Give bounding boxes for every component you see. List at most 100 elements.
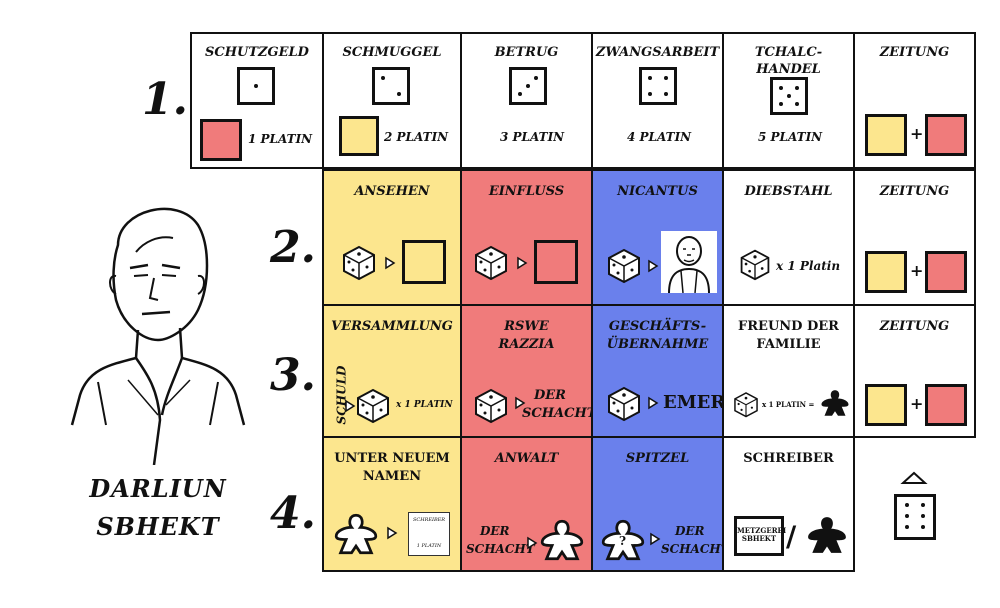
slash-separator: / — [786, 520, 797, 553]
reward-label: 3 PLATIN — [500, 130, 565, 144]
die-icon — [475, 388, 507, 424]
cell-ansehen[interactable]: ANSEHEN — [322, 169, 462, 306]
row-number-1: 1. — [142, 74, 188, 125]
cell-geschaeftsuebernahme[interactable]: GESCHÄFTS- ÜBERNAHME EMER — [591, 304, 724, 438]
ref-label-line-2: SCHACHT — [466, 542, 535, 556]
cell-title-line-1: GESCHÄFTS- — [608, 319, 707, 334]
cell-title: ZEITUNG — [879, 184, 950, 199]
cell-anwalt[interactable]: ANWALT DER SCHACHT — [460, 436, 593, 572]
side-label-schuld: SCHULD — [334, 365, 349, 425]
triangle-arrow-icon — [517, 256, 528, 270]
die-icon — [770, 77, 808, 115]
die-icon — [608, 248, 640, 284]
cell-betrug[interactable]: BETRUG 3 PLATIN — [460, 32, 593, 169]
die-icon — [509, 67, 547, 105]
cell-zeitung-3[interactable]: ZEITUNG + — [853, 304, 976, 438]
cell-title: ANSEHEN — [354, 184, 430, 199]
plus-sign: + — [910, 124, 924, 143]
cell-freund-der-familie[interactable]: FREUND DER FAMILIE x 1 PLATIN = — [722, 304, 855, 438]
cell-title: ZEITUNG — [879, 319, 950, 334]
question-mark: ? — [619, 534, 627, 548]
cell-schmuggel[interactable]: SCHMUGGEL 2 PLATIN — [322, 32, 462, 169]
mini-card-bottom: 1 PLATIN — [416, 543, 442, 549]
cell-title: EINFLUSS — [488, 184, 565, 199]
triangle-arrow-icon — [515, 396, 526, 410]
ref-label-line-1: DER — [534, 388, 566, 403]
mini-card-top: SCHREIBER — [412, 517, 446, 523]
yellow-square-icon — [402, 240, 446, 284]
character-name-line-2: SBHEKT — [96, 512, 220, 541]
yellow-square-icon — [865, 251, 907, 293]
cell-zwangsarbeit[interactable]: ZWANGSARBEIT 4 PLATIN — [591, 32, 724, 169]
cell-title: SCHMUGGEL — [342, 45, 442, 60]
triangle-arrow-icon — [650, 532, 661, 546]
cell-title: BETRUG — [494, 45, 559, 60]
triangle-arrow-icon — [648, 259, 659, 273]
plus-sign: + — [910, 261, 924, 280]
reward-label: x 1 Platin — [776, 259, 841, 273]
meeple-icon — [821, 390, 849, 416]
cell-title-line-2: RAZZIA — [498, 337, 555, 352]
triangle-arrow-icon — [527, 536, 538, 550]
cell-diebstahl[interactable]: DIEBSTAHL x 1 Platin — [722, 169, 855, 306]
meeple-icon — [540, 519, 584, 561]
tag-line-1: METZGEREI — [737, 526, 787, 535]
cell-title: ZWANGSARBEIT — [595, 45, 720, 60]
cell-unter-neuem-namen[interactable]: UNTER NEUEM NAMEN SCHREIBER 1 PLATIN — [322, 436, 462, 572]
reward-label: x 1 PLATIN — [396, 400, 453, 410]
cell-title: DIEBSTAHL — [744, 184, 833, 199]
row-number-4: 4. — [270, 488, 316, 539]
cell-einfluss[interactable]: EINFLUSS — [460, 169, 593, 306]
yellow-square-icon — [865, 114, 907, 156]
triangle-up-icon — [900, 471, 928, 484]
yellow-square-icon — [339, 116, 379, 156]
die-six-icon[interactable] — [894, 494, 936, 540]
cell-title-line-1: UNTER NEUEM — [334, 451, 450, 466]
cell-title: SPITZEL — [625, 451, 690, 466]
cell-schutzgeld[interactable]: SCHUTZGELD 1 PLATIN — [190, 32, 324, 169]
old-man-portrait — [661, 231, 717, 293]
cell-title-line-1: RSWE — [504, 319, 549, 334]
cell-title: ANWALT — [494, 451, 559, 466]
row-number-3: 3. — [270, 350, 316, 401]
red-square-icon — [534, 240, 578, 284]
cell-title-line-2: NAMEN — [362, 469, 422, 484]
die-icon — [639, 67, 677, 105]
cell-title: ZEITUNG — [879, 45, 950, 60]
cell-nicantus[interactable]: NICANTUS — [591, 169, 724, 306]
reward-label: 5 PLATIN — [758, 130, 823, 144]
cell-title: SCHUTZGELD — [205, 45, 309, 60]
red-square-icon — [925, 251, 967, 293]
cell-versammlung[interactable]: VERSAMMLUNG SCHULD x 1 PLATIN — [322, 304, 462, 438]
meeple-icon — [334, 513, 378, 555]
bald-man-portrait — [70, 207, 246, 465]
triangle-arrow-icon — [345, 399, 356, 413]
ref-label: EMER — [663, 392, 724, 413]
die-icon — [740, 249, 770, 281]
die-icon — [343, 245, 375, 281]
cell-title: SCHREIBER — [743, 451, 834, 466]
character-name-line-1: DARLIUN — [89, 474, 227, 503]
cell-zeitung-2[interactable]: ZEITUNG + — [853, 169, 976, 306]
die-icon — [608, 386, 640, 422]
triangle-arrow-icon — [648, 396, 659, 410]
cell-zeitung-1[interactable]: ZEITUNG + — [853, 32, 976, 169]
cell-razzia[interactable]: RSWE RAZZIA DER SCHACHT — [460, 304, 593, 438]
reward-label: x 1 PLATIN = — [762, 400, 815, 409]
faint-watermark — [530, 8, 760, 22]
meeple-icon — [601, 519, 645, 561]
metzgerei-tag: METZGEREI SBHEKT — [734, 516, 787, 556]
cell-spitzel[interactable]: SPITZEL ? DER SCHACHT — [591, 436, 724, 572]
cell-schreiber[interactable]: SCHREIBER METZGEREI SBHEKT / — [722, 436, 855, 572]
ref-label-line-1: DER — [675, 524, 705, 538]
cell-title-line-1: FREUND DER — [738, 319, 839, 334]
ref-label-line-1: DER — [480, 524, 510, 538]
die-icon — [372, 67, 410, 105]
cell-tchalc-handel[interactable]: TCHALC-HANDEL 5 PLATIN — [722, 32, 855, 169]
red-square-icon — [200, 119, 242, 161]
cell-title-line-2: ÜBERNAHME — [606, 337, 709, 352]
reward-label: 4 PLATIN — [627, 130, 692, 144]
tag-line-2: SBHEKT — [741, 534, 777, 543]
die-icon — [357, 388, 389, 424]
cell-title: VERSAMMLUNG — [331, 319, 453, 334]
